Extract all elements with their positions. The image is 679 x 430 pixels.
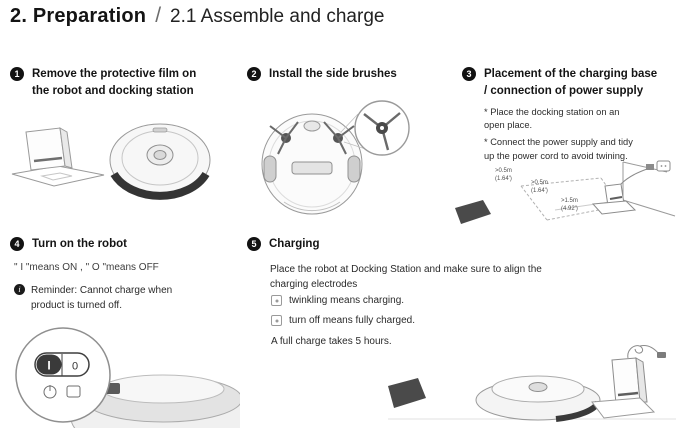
indicator-light-icon [271,315,282,326]
dock-in-room-drawing [591,183,637,215]
clearance-label-left: >0.5m (1.64') [495,168,512,182]
step-4-reminder: i Reminder: Cannot charge when product i… [14,283,204,313]
robot-docking-drawing [475,375,601,422]
clearance-label-front: >1.5m (4.92') [561,198,578,212]
step-4-title: Turn on the robot [32,238,127,250]
step-3-header: 3 Placement of the charging base / conne… [462,66,674,163]
step-2-number-icon: 2 [247,67,261,81]
title-separator: / [155,4,162,27]
reminder-icon: i [14,284,25,295]
step-3-text-block: Placement of the charging base / connect… [484,66,657,163]
step-5-bullet-1: twinkling means charging. [271,293,404,308]
switch-small-icons [43,385,81,399]
step-3-title: Placement of the charging base / connect… [484,68,658,98]
dock-and-robot-drawing [11,123,211,200]
indicator-light-icon [271,295,282,306]
brush-magnifier-drawing [340,100,410,156]
robot-top-view-drawing [109,123,211,200]
step-5-bullet-1-text: twinkling means charging. [289,295,405,306]
placement-svg [455,160,676,224]
step-3-bullet-2: * Connect the power supply and tidy up t… [484,137,633,161]
step-5-note: A full charge takes 5 hours. [271,336,392,347]
page-title: 2. Preparation / 2.1 Assemble and charge [10,4,384,28]
step-1-title: Remove the protective film on the robot … [32,68,197,98]
switch-on-label: I [47,359,50,373]
step-5-paragraph: Place the robot at Docking Station and m… [270,264,542,290]
illustration-step-4: I 0 [5,322,256,430]
robot-entering-drawing [455,200,491,224]
switch-off-label: 0 [72,361,78,373]
subsection-title: 2.1 Assemble and charge [170,6,385,27]
illustration-step-5 [388,340,676,430]
step-4-number-icon: 4 [10,237,24,251]
furniture-corner-drawing [388,378,426,408]
step-3-number-icon: 3 [462,67,476,81]
illustration-step-1 [8,110,233,207]
switch-magnifier-drawing: I 0 [15,327,111,423]
dock-with-cord-drawing [591,345,666,419]
robot-underside-svg [261,100,410,215]
step-1-header: 1 Remove the protective film on the robo… [10,66,228,101]
clearance-label-mid: >0.5m (1.64') [531,180,548,194]
step-2-header: 2 Install the side brushes [247,66,447,83]
step-5-bullet-2: turn off means fully charged. [271,313,415,328]
illustration-step-3: >0.5m (1.64') >0.5m (1.64') >1.5m (4.92'… [455,160,677,240]
step-5-header: 5 Charging [247,236,447,253]
reminder-text: Reminder: Cannot charge when product is … [31,285,173,311]
step-5-bullet-2-text: turn off means fully charged. [289,315,415,326]
docking-svg [388,345,676,422]
power-switch-svg: I 0 [15,327,256,430]
step-2-title: Install the side brushes [269,68,397,80]
step-5-title: Charging [269,238,320,250]
step-5-number-icon: 5 [247,237,261,251]
side-brushes-drawing [269,121,355,155]
power-cord-drawing [620,160,671,185]
step-4-header: 4 Turn on the robot [10,236,220,253]
step-4-switch-note: " I "means ON , " O "means OFF [14,262,159,273]
step-1-number-icon: 1 [10,67,24,81]
step-3-bullet-1: * Place the docking station on an open p… [484,106,620,130]
section-title: 2. Preparation [10,5,147,27]
robot-underside-drawing [261,113,363,215]
robot-body-drawing [70,374,256,430]
docking-station-drawing [11,127,105,187]
illustration-step-2 [240,96,422,223]
